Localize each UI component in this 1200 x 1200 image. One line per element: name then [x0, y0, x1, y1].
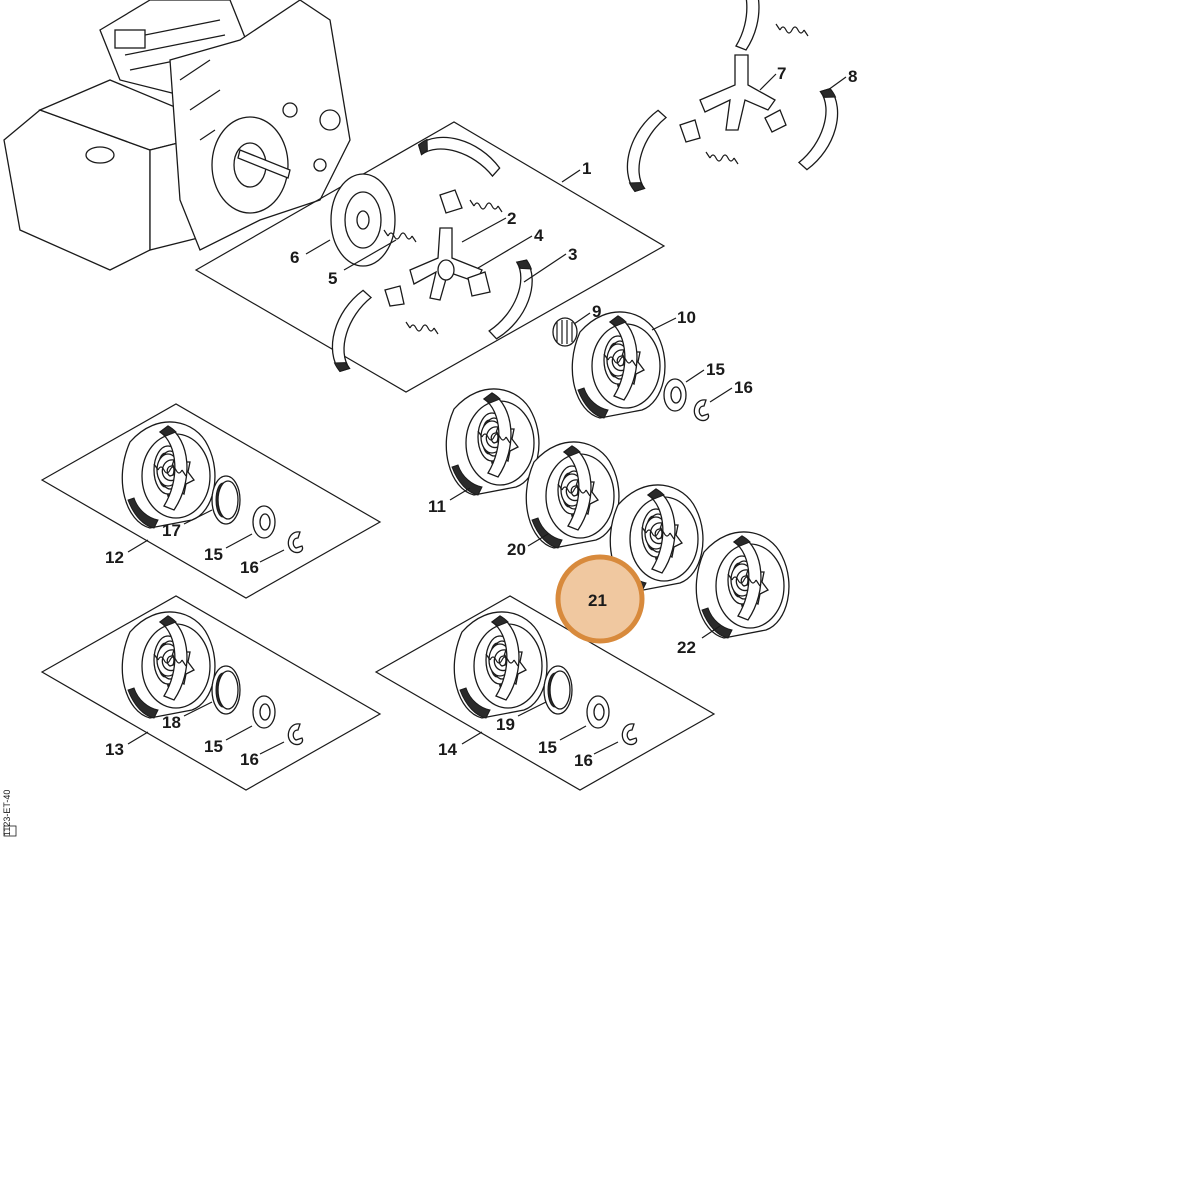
callout-8[interactable]: 8 [848, 67, 857, 86]
clip-16-top [693, 399, 710, 422]
drawing-code: 1123-ET-40 [2, 790, 12, 836]
callout-20[interactable]: 20 [507, 540, 526, 559]
highlight-marker-21 [555, 554, 645, 644]
callout-16-top[interactable]: 16 [734, 378, 753, 397]
callout-16-g13[interactable]: 16 [240, 750, 259, 769]
drawing-code-box [3, 825, 17, 837]
callout-16-g14[interactable]: 16 [574, 751, 593, 770]
clutch-exploded-drawing [616, 0, 849, 195]
engine-housing-drawing [3, 0, 351, 271]
callout-21[interactable]: 21 [588, 591, 607, 610]
callout-labels: 1 2 3 4 5 6 7 8 9 10 15 16 11 20 21 22 1… [105, 64, 857, 770]
callout-12[interactable]: 12 [105, 548, 124, 567]
washer-15-top [663, 378, 687, 412]
callout-15-top[interactable]: 15 [706, 360, 725, 379]
kit-group-14 [374, 595, 716, 791]
callout-13[interactable]: 13 [105, 740, 124, 759]
callout-6[interactable]: 6 [290, 248, 299, 267]
callout-2[interactable]: 2 [507, 209, 516, 228]
callout-3[interactable]: 3 [568, 245, 577, 264]
callout-4[interactable]: 4 [534, 226, 544, 245]
callout-14[interactable]: 14 [438, 740, 457, 759]
callout-16-g12[interactable]: 16 [240, 558, 259, 577]
callout-17[interactable]: 17 [162, 521, 181, 540]
callout-11[interactable]: 11 [428, 497, 446, 516]
kit-group-13 [40, 595, 382, 791]
clutch-drum-22 [695, 531, 790, 639]
callout-1[interactable]: 1 [582, 159, 591, 178]
callout-15-g13[interactable]: 15 [204, 737, 223, 756]
kit-group-12 [40, 403, 382, 599]
callout-15-g14[interactable]: 15 [538, 738, 557, 757]
callout-18[interactable]: 18 [162, 713, 181, 732]
clutch-drum-10 [571, 311, 666, 419]
callout-7[interactable]: 7 [777, 64, 786, 83]
callout-19[interactable]: 19 [496, 715, 515, 734]
clutch-drum-20 [525, 441, 620, 549]
callout-15-g12[interactable]: 15 [204, 545, 223, 564]
needle-cage-9 [552, 317, 578, 347]
callout-10[interactable]: 10 [677, 308, 696, 327]
callout-5[interactable]: 5 [328, 269, 337, 288]
clutch-drum-11 [445, 388, 540, 496]
clutch-kit-group-1 [194, 121, 666, 393]
callout-22[interactable]: 22 [677, 638, 696, 657]
callout-9[interactable]: 9 [592, 302, 601, 321]
